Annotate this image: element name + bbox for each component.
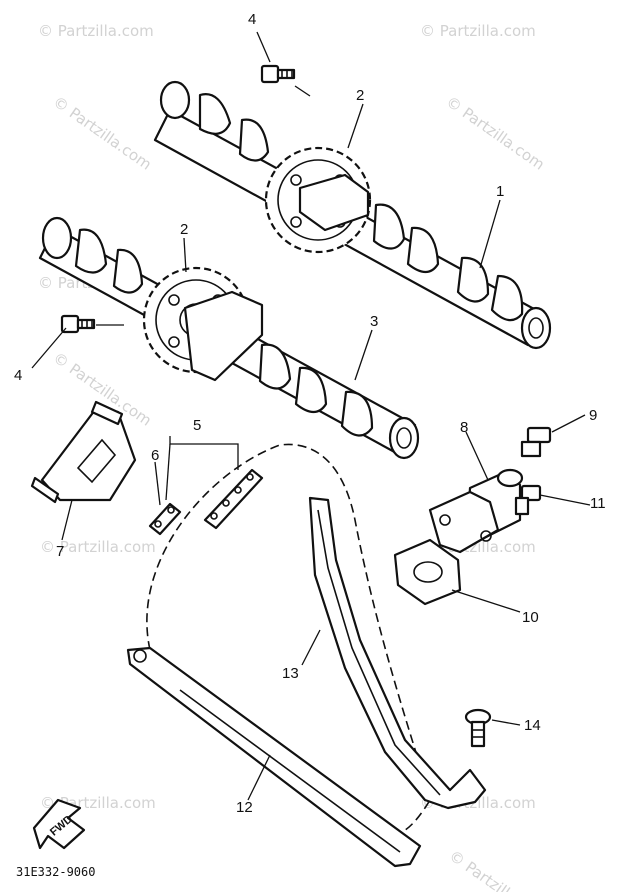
callout-3: 3 [370, 313, 378, 330]
cam-chain [146, 443, 431, 836]
callout-5: 5 [193, 417, 201, 434]
diagram-code: 31E332-9060 [16, 865, 95, 879]
watermark: © Partzilla.com [443, 93, 548, 174]
callout-4: 4 [248, 11, 256, 28]
watermark: © Partzilla.com [38, 22, 154, 40]
callout-4: 4 [14, 367, 22, 384]
sprocket-upper [264, 146, 372, 254]
callout-12: 12 [236, 799, 253, 816]
chain-guide-lower [126, 646, 422, 868]
callout-2: 2 [180, 221, 188, 238]
watermark: © Partzilla.com [446, 847, 551, 892]
chain-link-plate [148, 502, 182, 536]
bolt-guide-mount [464, 708, 492, 748]
bolt-upper [260, 64, 296, 84]
callout-2: 2 [356, 87, 364, 104]
callout-10: 10 [522, 609, 539, 626]
callout-7: 7 [56, 543, 64, 560]
chain-guide-top [30, 400, 137, 504]
callout-9: 9 [589, 407, 597, 424]
forward-arrow-icon: FWD [32, 798, 86, 850]
callout-1: 1 [496, 183, 504, 200]
bolt-tensioner-mount [514, 484, 542, 516]
watermark: © Partzilla.com [50, 93, 155, 174]
callout-8: 8 [460, 419, 468, 436]
watermark: © Partzilla.com [40, 538, 156, 556]
sprocket-lower [142, 266, 264, 382]
cam-chain-tensioner [428, 468, 524, 554]
callouts: 4 2 1 2 3 4 5 6 7 8 9 10 11 12 13 14 [14, 11, 606, 816]
bolt-tensioner-cap [520, 426, 552, 458]
callout-13: 13 [282, 665, 299, 682]
watermark: © Partzilla.com [420, 22, 536, 40]
chain-joint-link [203, 468, 264, 530]
callout-11: 11 [590, 495, 606, 512]
bolt-lower [60, 314, 96, 334]
chain-tensioner-guide [308, 496, 487, 810]
callout-14: 14 [524, 717, 541, 734]
callout-6: 6 [151, 447, 159, 464]
leader-lines [31, 31, 591, 801]
tensioner-gasket [393, 538, 462, 606]
